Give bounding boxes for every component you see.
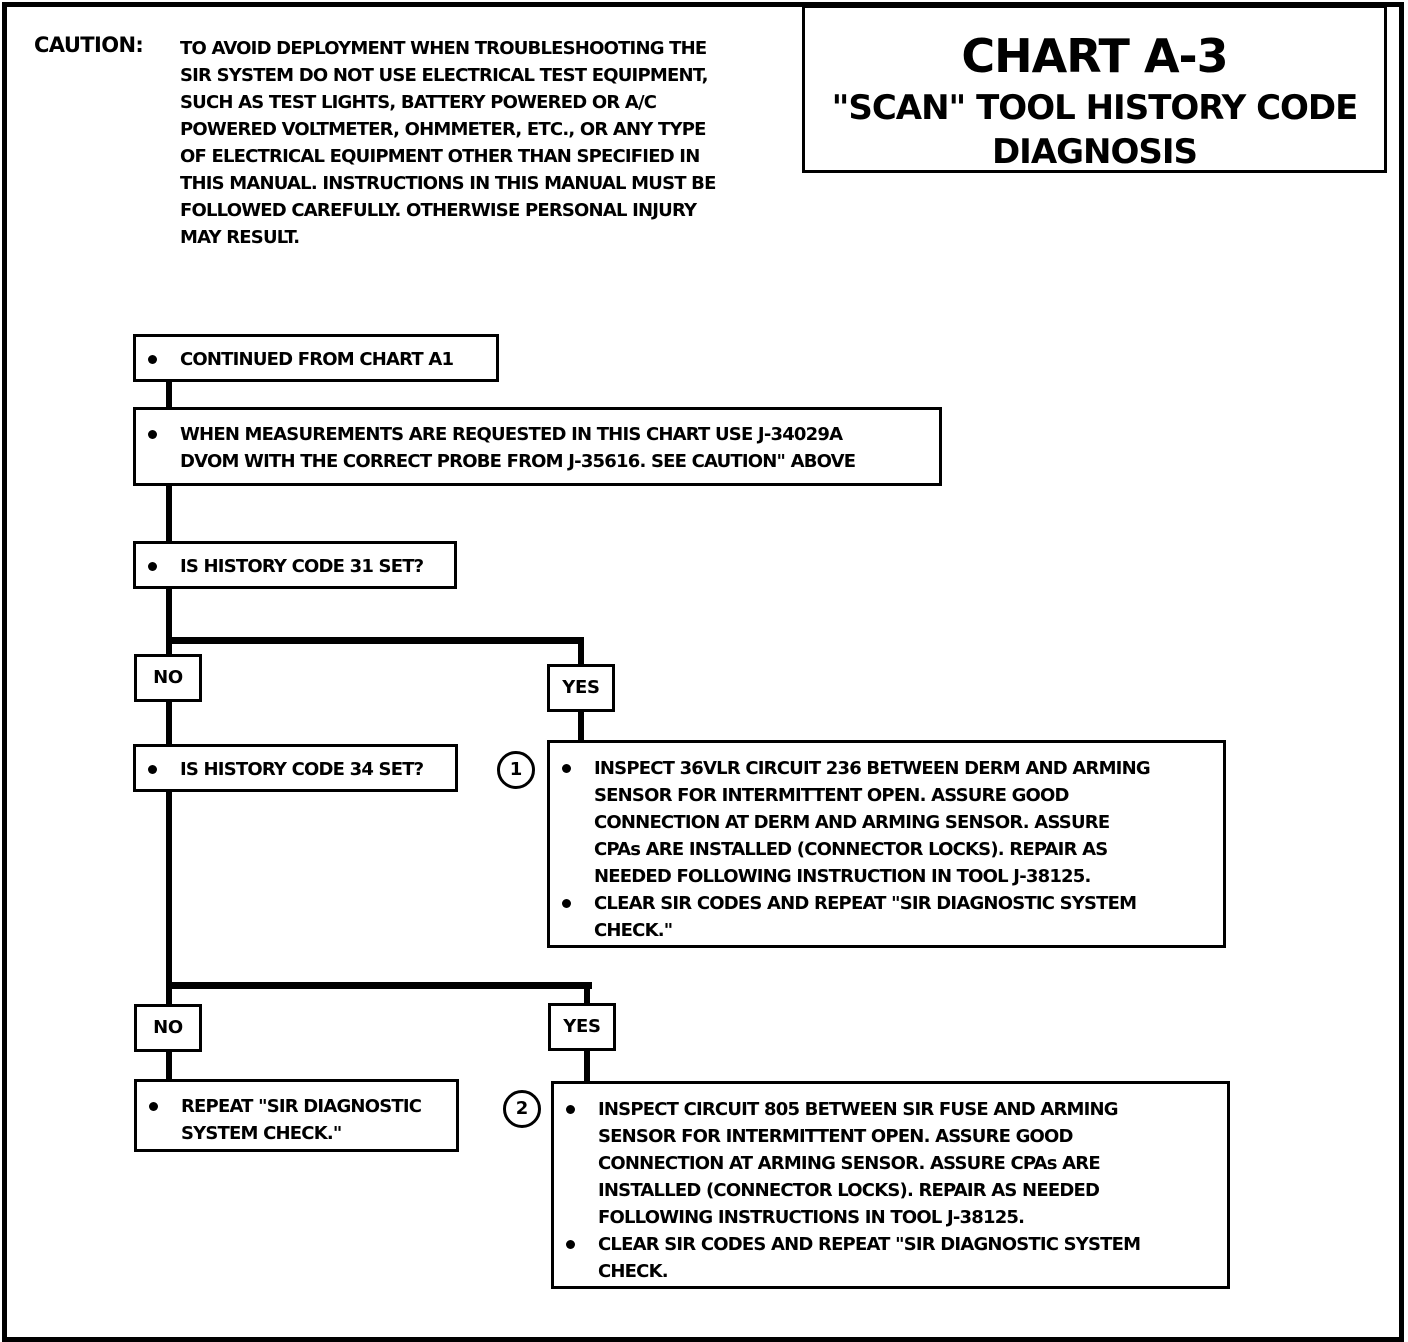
chart-subtitle-line2: DIAGNOSIS <box>991 132 1198 172</box>
bullet-icon <box>149 1102 158 1111</box>
step-2-text: CHECK. <box>598 1261 669 1282</box>
step-2-box: INSPECT CIRCUIT 805 BETWEEN SIR FUSE AND… <box>551 1081 1230 1289</box>
bullet-icon <box>562 899 571 908</box>
connector-branch-2 <box>166 982 592 989</box>
repeat-box: REPEAT "SIR DIAGNOSTIC SYSTEM CHECK." <box>134 1079 459 1152</box>
connector-branch-1 <box>166 637 584 644</box>
caution-line: SUCH AS TEST LIGHTS, BATTERY POWERED OR … <box>180 92 657 113</box>
question-box-2: IS HISTORY CODE 34 SET? <box>133 744 458 792</box>
step-1-text: CHECK." <box>594 920 673 941</box>
repeat-text-line2: SYSTEM CHECK." <box>181 1123 342 1144</box>
caution-line: POWERED VOLTMETER, OHMMETER, ETC., OR AN… <box>180 119 706 140</box>
connector-yes2-down <box>584 982 590 1007</box>
no-label-2: NO <box>134 1004 202 1052</box>
bullet-icon <box>148 562 157 571</box>
step-number-2: 2 <box>503 1090 541 1128</box>
measurements-text-line1: WHEN MEASUREMENTS ARE REQUESTED IN THIS … <box>180 424 843 445</box>
caution-line: TO AVOID DEPLOYMENT WHEN TROUBLESHOOTING… <box>180 38 707 59</box>
step-1-text: CLEAR SIR CODES AND REPEAT "SIR DIAGNOST… <box>594 893 1137 914</box>
continued-text: CONTINUED FROM CHART A1 <box>180 349 454 370</box>
question-2-text: IS HISTORY CODE 34 SET? <box>180 759 424 780</box>
question-box-1: IS HISTORY CODE 31 SET? <box>133 541 457 589</box>
step-2-text: CLEAR SIR CODES AND REPEAT "SIR DIAGNOST… <box>598 1234 1141 1255</box>
caution-line: SIR SYSTEM DO NOT USE ELECTRICAL TEST EQ… <box>180 65 708 86</box>
measurements-text-line2: DVOM WITH THE CORRECT PROBE FROM J-35616… <box>180 451 856 472</box>
chart-title-box: CHART A-3 "SCAN" TOOL HISTORY CODE DIAGN… <box>802 5 1387 173</box>
connector-yes1-down <box>578 637 584 667</box>
caution-label: CAUTION: <box>34 33 144 57</box>
step-2-text: FOLLOWING INSTRUCTIONS IN TOOL J-38125. <box>598 1207 1025 1228</box>
connector-main-2 <box>166 484 172 544</box>
bullet-icon <box>148 355 157 364</box>
connector-yes2-box <box>584 1049 590 1084</box>
caution-line: MAY RESULT. <box>180 227 300 248</box>
caution-line: OF ELECTRICAL EQUIPMENT OTHER THAN SPECI… <box>180 146 700 167</box>
connector-main-1 <box>166 380 172 410</box>
connector-no1-down <box>166 700 172 746</box>
bullet-icon <box>566 1240 575 1249</box>
step-1-text: NEEDED FOLLOWING INSTRUCTION IN TOOL J-3… <box>594 866 1091 887</box>
step-1-text: SENSOR FOR INTERMITTENT OPEN. ASSURE GOO… <box>594 785 1070 806</box>
connector-main-3 <box>166 587 172 657</box>
bullet-icon <box>562 764 571 773</box>
repeat-text-line1: REPEAT "SIR DIAGNOSTIC <box>181 1096 422 1117</box>
bullet-icon <box>148 430 157 439</box>
yes-label-1: YES <box>547 664 615 712</box>
bullet-icon <box>148 765 157 774</box>
connector-q2-down <box>166 792 172 1006</box>
connector-no2-down <box>166 1050 172 1082</box>
caution-line: THIS MANUAL. INSTRUCTIONS IN THIS MANUAL… <box>180 173 716 194</box>
caution-line: FOLLOWED CAREFULLY. OTHERWISE PERSONAL I… <box>180 200 697 221</box>
step-2-text: SENSOR FOR INTERMITTENT OPEN. ASSURE GOO… <box>598 1126 1074 1147</box>
yes-label-2: YES <box>548 1003 616 1051</box>
chart-title: CHART A-3 <box>961 29 1228 83</box>
connector-yes1-box <box>578 710 584 744</box>
step-1-text: CONNECTION AT DERM AND ARMING SENSOR. AS… <box>594 812 1110 833</box>
step-1-text: INSPECT 36VLR CIRCUIT 236 BETWEEN DERM A… <box>594 758 1151 779</box>
question-1-text: IS HISTORY CODE 31 SET? <box>180 556 424 577</box>
step-2-text: INSTALLED (CONNECTOR LOCKS). REPAIR AS N… <box>598 1180 1100 1201</box>
no-label-1: NO <box>134 654 202 702</box>
continued-box: CONTINUED FROM CHART A1 <box>133 334 499 382</box>
bullet-icon <box>566 1105 575 1114</box>
step-2-text: INSPECT CIRCUIT 805 BETWEEN SIR FUSE AND… <box>598 1099 1119 1120</box>
step-number-1: 1 <box>497 751 535 789</box>
measurements-box: WHEN MEASUREMENTS ARE REQUESTED IN THIS … <box>133 407 942 486</box>
caution-text: TO AVOID DEPLOYMENT WHEN TROUBLESHOOTING… <box>180 35 780 251</box>
chart-subtitle-line1: "SCAN" TOOL HISTORY CODE <box>831 88 1359 128</box>
step-2-text: CONNECTION AT ARMING SENSOR. ASSURE CPAs… <box>598 1153 1101 1174</box>
step-1-text: CPAs ARE INSTALLED (CONNECTOR LOCKS). RE… <box>594 839 1108 860</box>
step-1-box: INSPECT 36VLR CIRCUIT 236 BETWEEN DERM A… <box>547 740 1226 948</box>
